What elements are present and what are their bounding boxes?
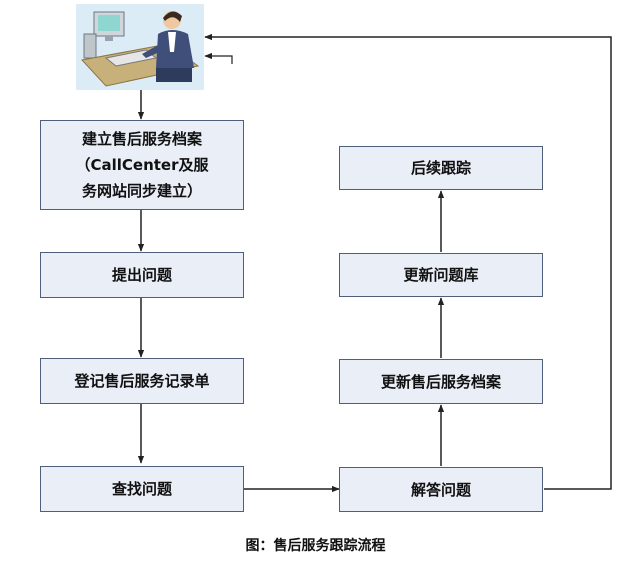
raise-issue-label: 提出问题 (111, 266, 172, 284)
register-record-label: 登记售后服务记录单 (74, 372, 210, 390)
create-archive-line-2: （CallCenter及服 (75, 156, 209, 174)
search-issue-box: 查找问题 (40, 466, 244, 512)
search-issue-label: 查找问题 (111, 480, 172, 498)
answer-issue-box: 解答问题 (339, 467, 543, 512)
update-archive-box: 更新售后服务档案 (339, 359, 543, 404)
create-archive-line-1: 建立售后服务档案 (81, 130, 202, 148)
follow-up-label: 后续跟踪 (410, 159, 471, 177)
operator-at-computer-icon (76, 4, 204, 90)
diagram-caption: 图：售后服务跟踪流程 (245, 538, 386, 554)
raise-issue-box: 提出问题 (40, 252, 244, 298)
update-library-box: 更新问题库 (339, 253, 543, 297)
register-record-box: 登记售后服务记录单 (40, 358, 244, 404)
arrow-small-return (204, 52, 233, 64)
update-library-label: 更新问题库 (403, 266, 479, 284)
answer-issue-label: 解答问题 (410, 480, 471, 499)
follow-up-box: 后续跟踪 (339, 146, 543, 190)
create-archive-line-3: 务网站同步建立） (81, 182, 202, 200)
create-archive-box: 建立售后服务档案 （CallCenter及服 务网站同步建立） (40, 120, 244, 210)
update-archive-label: 更新售后服务档案 (380, 372, 501, 391)
arrow-answer-to-operator (204, 33, 612, 490)
